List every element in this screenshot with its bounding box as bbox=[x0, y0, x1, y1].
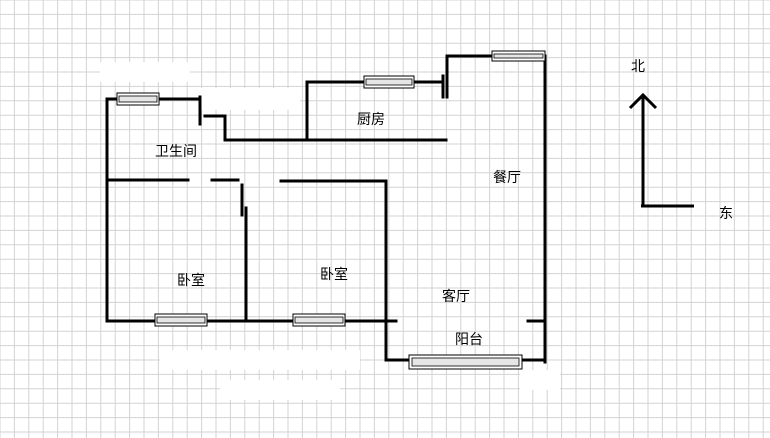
compass-north-label: 北 bbox=[631, 59, 645, 75]
windows bbox=[116, 50, 546, 370]
window-bathroom bbox=[116, 92, 160, 106]
erased-patches bbox=[100, 62, 560, 400]
room-label-bedroom-left: 卧室 bbox=[177, 272, 205, 289]
room-label-living: 客厅 bbox=[442, 288, 470, 305]
window-balcony bbox=[408, 354, 523, 370]
window-bedroom-right bbox=[292, 313, 346, 327]
window-bedroom-left bbox=[154, 313, 208, 327]
room-label-dining: 餐厅 bbox=[493, 170, 521, 186]
compass-east-label: 东 bbox=[719, 206, 733, 222]
room-label-balcony: 阳台 bbox=[455, 332, 483, 348]
window-dining-top bbox=[491, 50, 546, 62]
room-label-bedroom-right: 卧室 bbox=[320, 266, 348, 283]
room-label-kitchen: 厨房 bbox=[357, 112, 385, 128]
window-kitchen bbox=[363, 75, 415, 89]
north-arrow-icon bbox=[628, 92, 658, 110]
compass: 北 东 bbox=[628, 59, 733, 222]
room-label-bathroom: 卫生间 bbox=[155, 144, 197, 160]
